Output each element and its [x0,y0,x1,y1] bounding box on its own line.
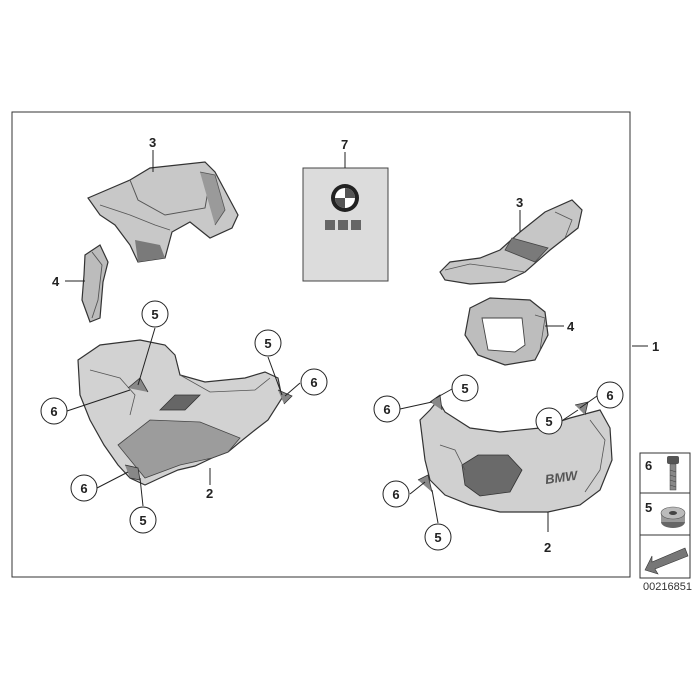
svg-text:5: 5 [139,513,146,528]
bubble-5-right-upper: 5 [535,407,563,435]
svg-text:5: 5 [264,336,271,351]
bubble-6-right-bottom: 6 [382,480,410,508]
bubble-6-left-bottom: 6 [70,474,98,502]
svg-text:6: 6 [50,404,57,419]
svg-text:6: 6 [383,402,390,417]
top-cover-left [87,161,239,263]
cover-lettering: BMW [544,467,580,487]
callout-cover-right: 2 [544,540,551,555]
insert-right [464,297,549,366]
svg-text:5: 5 [434,530,441,545]
arrow-icon [644,547,689,575]
svg-text:6: 6 [392,487,399,502]
legend-washer-label: 5 [645,500,652,515]
callout-insert-right: 4 [567,319,575,334]
callout-top-cover-right: 3 [516,195,523,210]
manual-text-icon [325,220,361,230]
svg-text:5: 5 [545,414,552,429]
bubble-5-right-top: 5 [451,374,479,402]
cover-left [77,339,293,486]
screw-icon [667,456,679,491]
svg-text:6: 6 [310,375,317,390]
bubble-5-left-top: 5 [141,300,169,328]
callout-main-assembly: 1 [652,339,659,354]
bubble-6-right-top: 6 [373,395,401,423]
insert-left [81,244,109,323]
cover-right: BMW [417,394,613,513]
bubble-6-left-mid: 6 [300,368,328,396]
legend-screw-label: 6 [645,458,652,473]
svg-text:6: 6 [80,481,87,496]
bubble-5-left-mid: 5 [254,329,282,357]
callout-cover-left: 2 [206,486,213,501]
callout-top-cover-left: 3 [149,135,156,150]
top-cover-right [439,199,583,285]
callout-insert-left: 4 [52,274,60,289]
callout-manual: 7 [341,137,348,152]
bubble-6-left-top: 6 [40,397,68,425]
svg-text:5: 5 [461,381,468,396]
bubble-5-left-bottom: 5 [129,506,157,534]
owner-manual [302,167,389,282]
bubble-leaders [66,327,598,524]
diagram-frame [11,111,631,578]
document-number: 00216851 [643,581,692,593]
washer-icon [660,506,686,528]
svg-text:6: 6 [606,388,613,403]
bubble-6-right-upper: 6 [596,381,624,409]
svg-text:5: 5 [151,307,158,322]
bmw-roundel-icon [331,184,359,212]
legend-panel: 6 5 [639,452,691,579]
bubble-5-right-bottom: 5 [424,523,452,551]
